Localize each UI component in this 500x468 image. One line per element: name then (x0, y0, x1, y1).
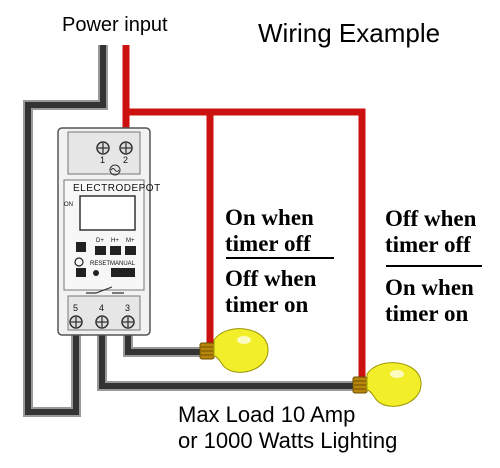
circuit2-line3: On when (385, 275, 474, 300)
circuit1-line2: timer off (225, 231, 311, 256)
bulb-1-icon (199, 328, 269, 373)
reset-button (93, 270, 99, 276)
manual-label: MANUAL (110, 261, 136, 267)
timer-switch-device (57, 127, 151, 336)
terminal-1-label: 1 (100, 155, 106, 165)
clock-button (76, 242, 86, 252)
circuit2-off-label: Off when timer off (385, 206, 476, 258)
circuit1-off-label: Off when timer on (225, 266, 316, 318)
neutral-input-wire-core (25, 45, 106, 415)
clock-set-button (76, 268, 86, 277)
on-label: ON (64, 202, 73, 208)
reset-label: RESET (90, 261, 111, 267)
timer-icon (74, 257, 84, 267)
circuit2-line4: timer on (385, 301, 469, 326)
h-plus-button (110, 246, 121, 255)
m-plus-button (125, 246, 136, 255)
d-plus-button (95, 246, 106, 255)
circuit2-on-label: On when timer on (385, 275, 474, 327)
lcd-screen (79, 195, 136, 231)
terminal-3-label: 3 (125, 303, 131, 313)
max-load-line2: or 1000 Watts Lighting (178, 428, 398, 453)
circuit1-divider (226, 257, 334, 259)
circuit2-divider (386, 265, 482, 267)
terminal-4-label: 4 (99, 303, 105, 313)
diagram-title: Wiring Example (258, 18, 441, 48)
brand-label: ELECTRODEPOT (73, 183, 161, 194)
power-input-label: Power input (62, 14, 168, 36)
load2-wire-core (99, 325, 358, 389)
circuit1-line4: timer on (225, 292, 309, 317)
max-load-note: Max Load 10 Amp or 1000 Watts Lighting (178, 402, 397, 454)
manual-button (111, 268, 135, 277)
live-bus-wire (126, 108, 366, 378)
circuit1-on-label: On when timer off (225, 205, 314, 257)
terminal-2-label: 2 (123, 155, 129, 165)
d-plus-label: D+ (96, 238, 104, 244)
circuit1-line1: On when (225, 205, 314, 230)
circuit2-line2: timer off (385, 232, 471, 257)
h-plus-label: H+ (111, 238, 119, 244)
max-load-line1: Max Load 10 Amp (178, 402, 356, 427)
switch-symbol-icon (86, 286, 124, 294)
m-plus-label: M+ (126, 238, 135, 244)
power-symbol-icon (109, 164, 121, 176)
bulb-2-icon (352, 362, 422, 407)
circuit1-line3: Off when (225, 266, 317, 291)
terminal-5-label: 5 (73, 303, 79, 313)
circuit2-line1: Off when (385, 206, 477, 231)
